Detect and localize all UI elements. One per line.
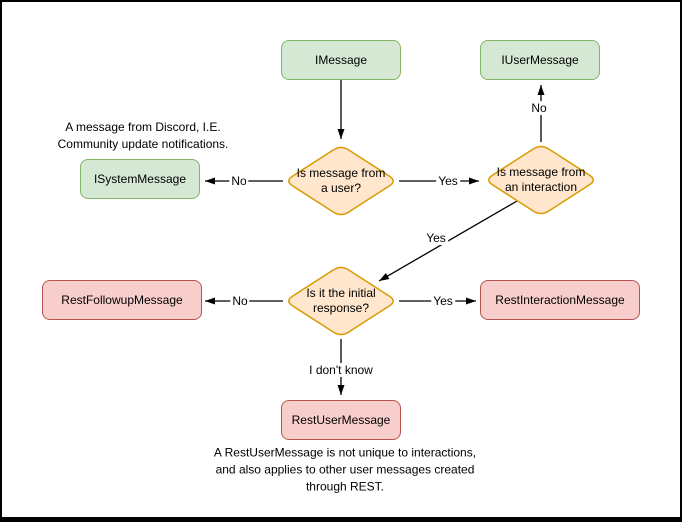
decision-is-initial-response-label: Is it the initial response? xyxy=(306,286,376,315)
edge-label-no-initial: No xyxy=(230,294,250,308)
decision-is-message-from-interaction: Is message from an interaction xyxy=(483,142,599,218)
edge-label-no-interaction: No xyxy=(529,101,549,115)
annotation-system-message-note: A message from Discord, I.E. Community u… xyxy=(57,120,229,151)
diamond-shape xyxy=(488,145,594,215)
diamond-shape xyxy=(288,146,394,216)
node-restfollowupmessage-label: RestFollowupMessage xyxy=(61,293,183,307)
node-restusermessage: RestUserMessage xyxy=(281,400,401,440)
node-imessage-label: IMessage xyxy=(314,53,368,67)
node-restusermessage-label: RestUserMessage xyxy=(291,413,391,427)
decision-is-message-from-interaction-label: Is message from an interaction xyxy=(496,165,586,194)
node-restinteractionmessage-label: RestInteractionMessage xyxy=(495,293,625,307)
node-restinteractionmessage: RestInteractionMessage xyxy=(480,280,640,320)
annotation-rest-user-message-note: A RestUserMessage is not unique to inter… xyxy=(213,445,477,494)
node-iusermessage: IUserMessage xyxy=(480,40,600,80)
node-iusermessage-label: IUserMessage xyxy=(501,53,579,67)
node-restfollowupmessage: RestFollowupMessage xyxy=(42,280,202,320)
decision-is-message-from-user: Is message from a user? xyxy=(283,143,399,219)
node-isystemmessage: ISystemMessage xyxy=(80,159,200,199)
edge-label-yes-initial: Yes xyxy=(431,294,455,308)
decision-is-message-from-user-label: Is message from a user? xyxy=(296,166,386,195)
node-imessage: IMessage xyxy=(281,40,401,80)
diamond-shape xyxy=(288,266,394,336)
node-isystemmessage-label: ISystemMessage xyxy=(93,172,187,186)
edge-label-yes-user: Yes xyxy=(436,174,460,188)
connector-isfrominteraction-yes-to-isinitialresponse xyxy=(378,200,518,282)
edge-label-yes-interaction: Yes xyxy=(424,231,448,245)
decision-is-initial-response: Is it the initial response? xyxy=(283,263,399,339)
edge-label-no-user: No xyxy=(229,174,249,188)
edge-label-i-dont-know: I don't know xyxy=(307,363,375,377)
